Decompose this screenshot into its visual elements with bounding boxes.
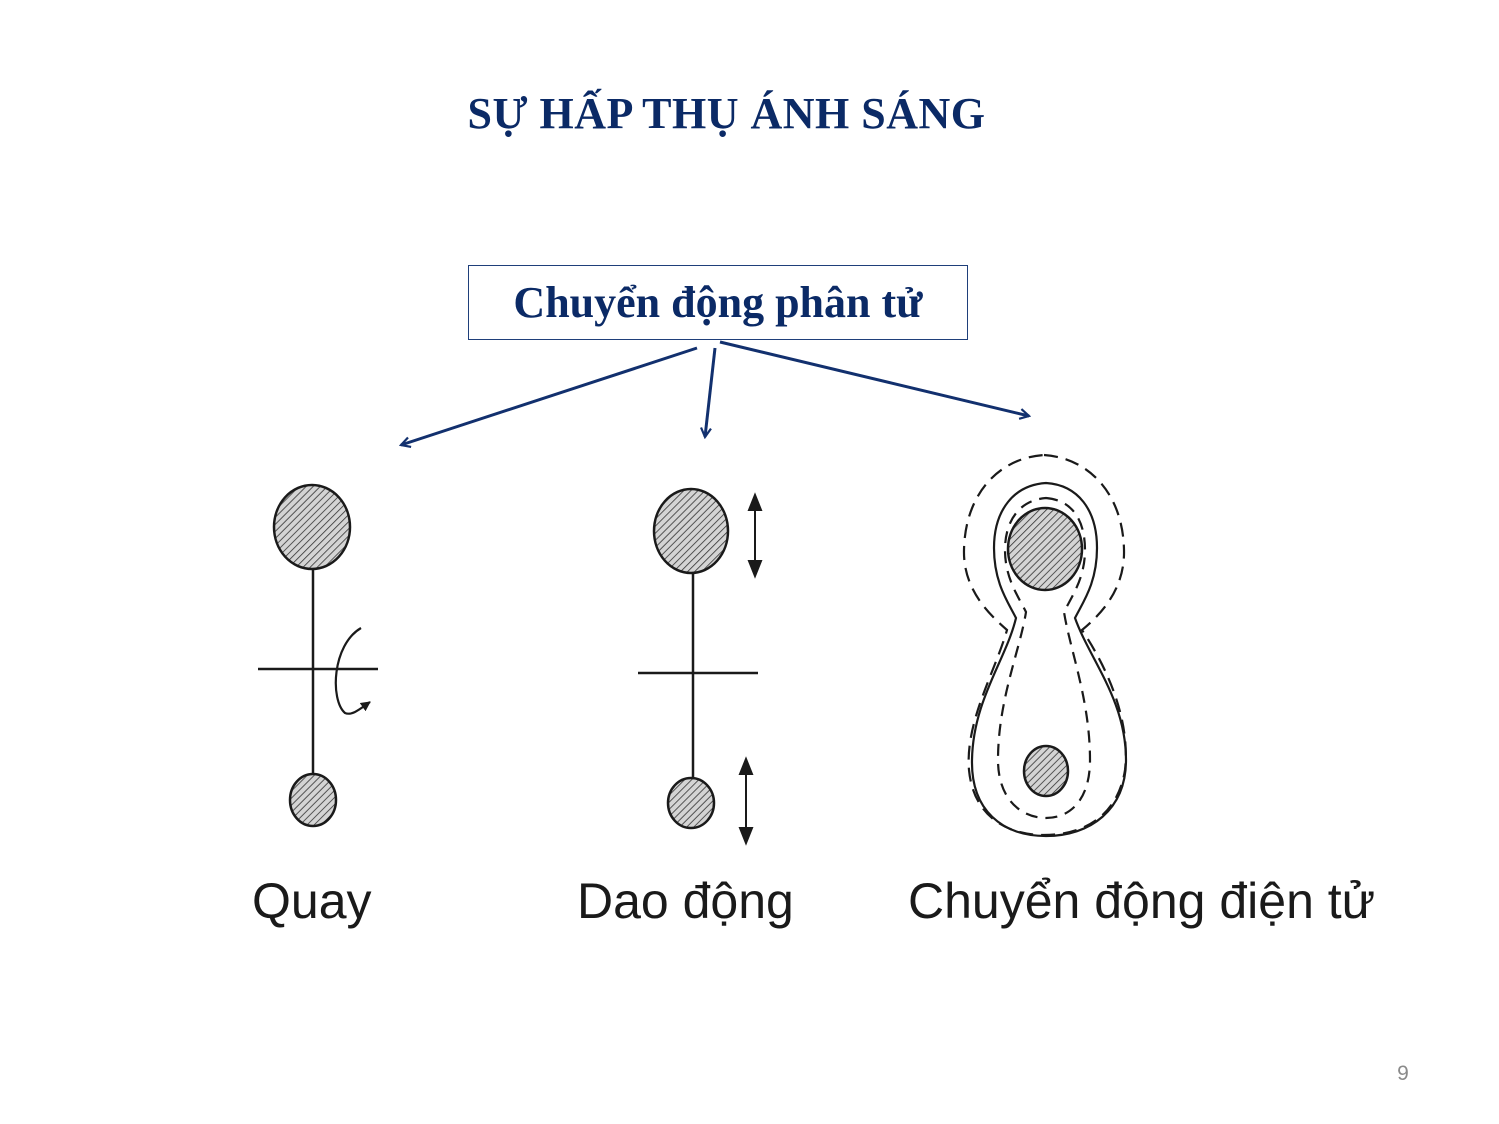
rotation-arrow-icon	[334, 627, 371, 715]
vibration-atom-large	[652, 487, 730, 575]
vibration-arrow-upper-icon	[747, 492, 763, 579]
electronic-molecule	[962, 453, 1128, 838]
concept-label: Chuyển động phân tử	[513, 278, 923, 327]
electronic-atom-small	[1022, 744, 1070, 798]
vibration-atom-small	[666, 776, 716, 830]
arrow-to-vibration	[705, 347, 717, 437]
arrow-to-electronic	[719, 340, 1029, 416]
vibration-molecule	[638, 487, 763, 846]
caption-rotation: Quay	[252, 873, 372, 929]
electron-cloud-middle	[970, 481, 1128, 838]
arrow-to-rotation	[401, 346, 698, 445]
rotation-atom-small	[288, 772, 338, 828]
vibration-arrow-lower-icon	[738, 756, 754, 846]
rotation-atom-large	[272, 483, 352, 571]
electronic-atom-large	[1006, 506, 1084, 592]
branch-arrows	[401, 340, 1029, 445]
caption-electronic: Chuyển động điện tử	[908, 873, 1376, 929]
page-number: 9	[1397, 1062, 1409, 1085]
electron-cloud-inner	[996, 496, 1092, 820]
slide-title: SỰ HẤP THỤ ÁNH SÁNG	[467, 89, 986, 138]
concept-box: Chuyển động phân tử	[468, 265, 968, 340]
rotation-molecule	[258, 483, 378, 828]
caption-vibration: Dao động	[577, 873, 794, 929]
